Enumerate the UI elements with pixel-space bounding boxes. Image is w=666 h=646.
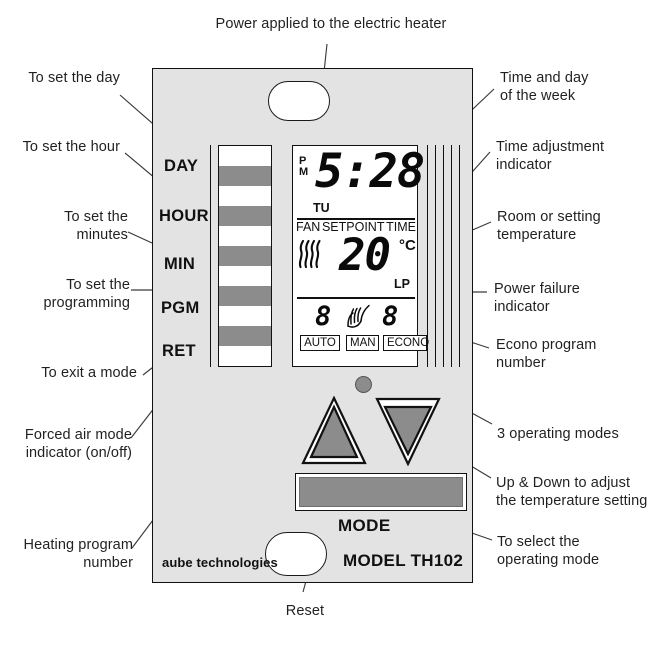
hand-icon [347, 304, 370, 328]
brand-label: aube technologies [162, 555, 278, 570]
annotation-reset: Reset [285, 603, 325, 619]
pm-indicator: P M [299, 156, 308, 178]
annotation-set-day: To set the day [28, 70, 120, 86]
key-strip[interactable] [218, 145, 272, 367]
econo-program-digit: 8 [382, 301, 399, 332]
key-segment-min[interactable] [219, 246, 271, 266]
power-failure-flag: LP [394, 277, 410, 291]
key-label-pgm: PGM [161, 299, 200, 317]
annotation-select-operating-mode: To select the operating mode [497, 534, 600, 568]
pm-letter-m: M [299, 166, 309, 178]
annotation-set-hour: To set the hour [22, 139, 120, 155]
mode-indicator-econo: ECONO [383, 335, 429, 352]
lcd-label-time: TIME [386, 220, 416, 234]
lcd-display: P M 5:28 TU FAN SETPOINT TIME 20 [292, 145, 429, 367]
mode-indicator-man: MAN [346, 335, 379, 352]
up-arrow-button[interactable] [301, 396, 367, 466]
lcd-label-fan: FAN [296, 220, 321, 234]
heating-program-digit: 8 [315, 301, 332, 332]
key-segment-ret[interactable] [219, 326, 271, 346]
key-label-min: MIN [164, 255, 196, 273]
annotation-3-operating-modes: 3 operating modes [497, 426, 619, 442]
mode-button-label: MODE [338, 516, 391, 535]
annotation-econo-program-number: Econo program number [496, 337, 597, 371]
key-label-day: DAY [164, 157, 199, 175]
down-arrow-button[interactable] [375, 396, 441, 466]
annotation-room-or-setting-temperature: Room or setting temperature [497, 209, 601, 243]
lcd-label-setpoint: SETPOINT [321, 220, 385, 234]
key-label-hour: HOUR [159, 207, 209, 225]
thermostat-device: DAY HOUR MIN PGM RET P M 5:28 TU FAN SET… [152, 68, 473, 583]
clock-time-readout: 5:28 [315, 144, 425, 199]
key-segment[interactable] [219, 146, 271, 166]
model-label: MODEL TH102 [343, 551, 464, 570]
key-segment[interactable] [219, 306, 271, 326]
temperature-readout: 20 [339, 230, 391, 281]
annotation-power-applied: Power applied to the electric heater [215, 16, 447, 32]
reset-button[interactable] [355, 376, 372, 393]
day-of-week-readout: TU [313, 201, 330, 215]
mode-indicator-auto: AUTO [300, 335, 340, 352]
degree-unit-label: °C [399, 237, 416, 254]
annotation-forced-air-mode: Forced air mode indicator (on/off) [24, 427, 132, 461]
annotation-exit-mode: To exit a mode [41, 365, 137, 381]
key-segment-day[interactable] [219, 166, 271, 186]
display-ribbon-lines [425, 145, 465, 367]
heating-waves-icon [298, 239, 321, 269]
key-segment[interactable] [219, 186, 271, 206]
pm-letter-p: P [299, 155, 307, 167]
key-segment-hour[interactable] [219, 206, 271, 226]
annotation-heating-program-number: Heating program number [23, 537, 133, 571]
annotation-time-adjustment: Time adjustment indicator [496, 139, 605, 173]
annotation-up-and-down: Up & Down to adjust the temperature sett… [496, 475, 648, 509]
key-label-ret: RET [162, 342, 196, 360]
mounting-hole-top [268, 81, 330, 121]
lcd-divider-bottom [297, 297, 415, 299]
key-segment[interactable] [219, 346, 271, 366]
annotation-power-failure-indicator: Power failure indicator [494, 281, 580, 315]
mode-button[interactable] [295, 473, 467, 511]
annotation-time-and-day: Time and day of the week [500, 70, 589, 104]
annotation-set-programming: To set the programming [43, 277, 130, 311]
mounting-hole-bottom [265, 532, 327, 576]
annotation-set-minutes: To set the minutes [64, 209, 128, 243]
key-segment-pgm[interactable] [219, 286, 271, 306]
key-segment[interactable] [219, 266, 271, 286]
lcd-label-row: FAN SETPOINT TIME [296, 220, 416, 234]
key-segment[interactable] [219, 226, 271, 246]
lcd-divider-top [297, 218, 415, 220]
keystrip-rule [210, 145, 211, 367]
mode-button-face [299, 477, 463, 507]
